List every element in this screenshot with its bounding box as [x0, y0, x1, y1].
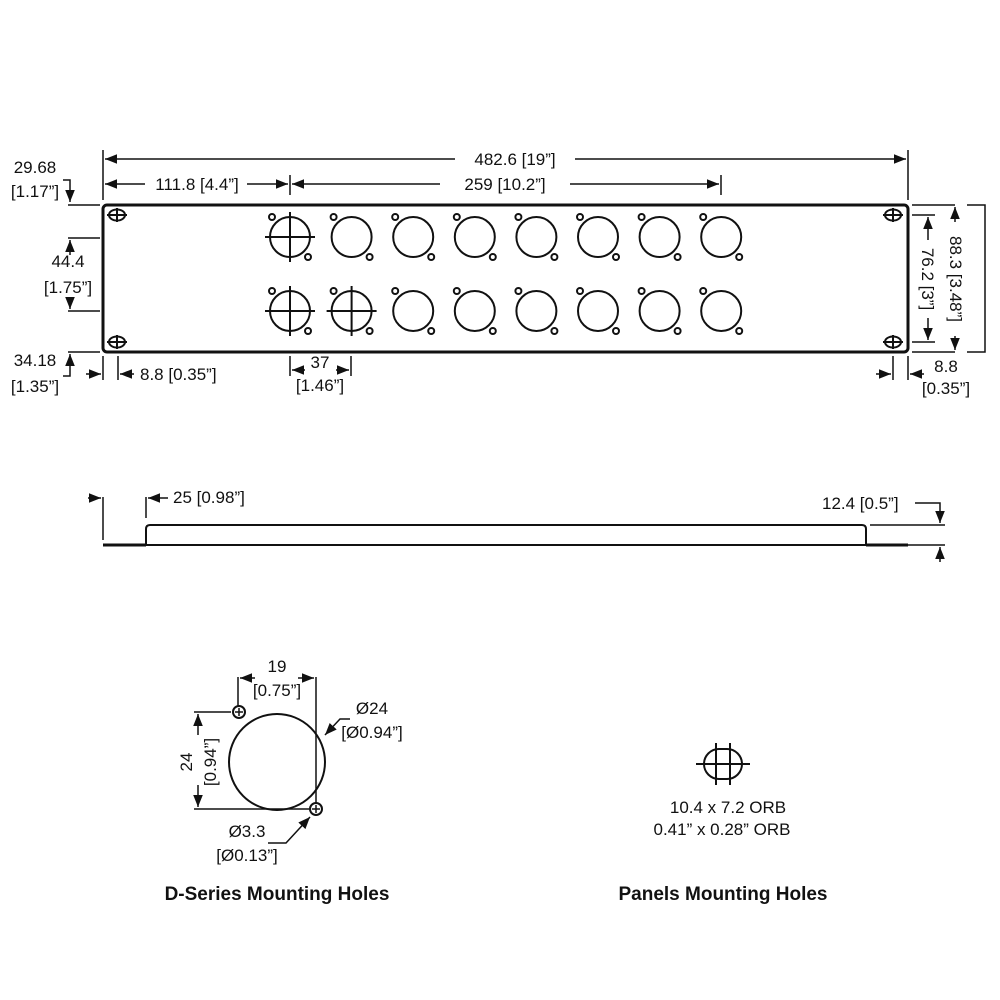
- connector-hole-icon: [637, 213, 682, 261]
- connector-hole-icon: [326, 286, 377, 336]
- dim-first-hole-offset: 111.8 [4.4”]: [155, 175, 238, 194]
- dim-top-to-hole-mm: 29.68: [14, 158, 57, 177]
- connector-hole-icon: [452, 287, 497, 335]
- d-series-main-hole: [228, 713, 326, 811]
- dim-overall-width: 482.6 [19”]: [474, 150, 555, 169]
- dim-mount-spacing-mm: 44.4: [51, 252, 84, 271]
- dim-mount-spacing-in: [1.75”]: [44, 278, 92, 297]
- dim-right-vertical-outer: 88.3 [3.48”]: [946, 236, 965, 322]
- d-series-spacing-in: [0.75”]: [253, 681, 301, 700]
- front-panel-view: 482.6 [19”] 111.8 [4.4”] 259 [10.2”] 29.…: [11, 150, 986, 398]
- connector-grid: [265, 212, 744, 336]
- panel-outline: [101, 203, 910, 354]
- d-series-caption: D-Series Mounting Holes: [165, 884, 390, 905]
- orb-size-in: 0.41” x 0.28” ORB: [653, 820, 790, 839]
- d-series-small-hole-mm: Ø3.3: [229, 822, 266, 841]
- connector-hole-icon: [637, 287, 682, 335]
- dim-left-edge-hole: 8.8 [0.35”]: [140, 365, 217, 384]
- panel-holes-detail: 10.4 x 7.2 ORB 0.41” x 0.28” ORB Panels …: [618, 743, 828, 905]
- dim-flange: 25 [0.98”]: [173, 488, 245, 507]
- connector-hole-icon: [576, 213, 620, 261]
- d-series-height-in: [0.94”]: [201, 738, 220, 786]
- dim-right-edge-hole-mm: 8.8: [934, 357, 958, 376]
- dim-bottom-to-hole-in: [1.35”]: [11, 377, 59, 396]
- connector-hole-icon: [514, 213, 559, 261]
- orb-size-mm: 10.4 x 7.2 ORB: [670, 798, 786, 817]
- connector-hole-icon: [576, 287, 620, 335]
- dim-hole-span: 259 [10.2”]: [464, 175, 545, 194]
- d-series-small-hole-icon: [309, 802, 323, 816]
- panel-mount-hole-icon: [883, 208, 903, 222]
- dim-bottom-to-hole-mm: 34.18: [14, 351, 57, 370]
- d-series-spacing-mm: 19: [268, 657, 287, 676]
- dim-top-to-hole-in: [1.17”]: [11, 182, 59, 201]
- connector-hole-icon: [514, 287, 559, 335]
- panel-mount-hole-icon: [107, 335, 127, 349]
- connector-hole-icon: [699, 213, 744, 261]
- d-series-diameter-mm: Ø24: [356, 699, 388, 718]
- panel-mount-hole-icon: [883, 335, 903, 349]
- dim-right-edge-hole-in: [0.35”]: [922, 379, 970, 398]
- connector-hole-icon: [265, 212, 315, 262]
- orb-hole-icon: [696, 743, 750, 785]
- side-profile-view: 25 [0.98”] 12.4 [0.5”]: [88, 488, 945, 562]
- connector-hole-icon: [391, 213, 436, 261]
- dim-right-vertical-inner: 76.2 [3”]: [918, 248, 937, 310]
- connector-hole-icon: [699, 287, 744, 335]
- dim-hole-pitch-in: [1.46”]: [296, 376, 344, 395]
- connector-hole-icon: [329, 213, 374, 261]
- connector-hole-icon: [265, 286, 315, 336]
- d-series-detail: 19 [0.75”] 24 [0.94”] Ø24 [Ø0.94”] Ø3.3 …: [165, 657, 403, 905]
- panel-mount-hole-icon: [107, 208, 127, 222]
- connector-hole-icon: [391, 287, 436, 335]
- d-series-diameter-in: [Ø0.94”]: [341, 723, 402, 742]
- d-series-height-mm: 24: [177, 753, 196, 772]
- connector-hole-icon: [452, 213, 497, 261]
- d-series-small-hole-icon: [232, 705, 246, 719]
- d-series-small-hole-in: [Ø0.13”]: [216, 846, 277, 865]
- dim-depth: 12.4 [0.5”]: [822, 494, 899, 513]
- panel-holes-caption: Panels Mounting Holes: [618, 884, 827, 905]
- dim-hole-pitch-mm: 37: [311, 353, 330, 372]
